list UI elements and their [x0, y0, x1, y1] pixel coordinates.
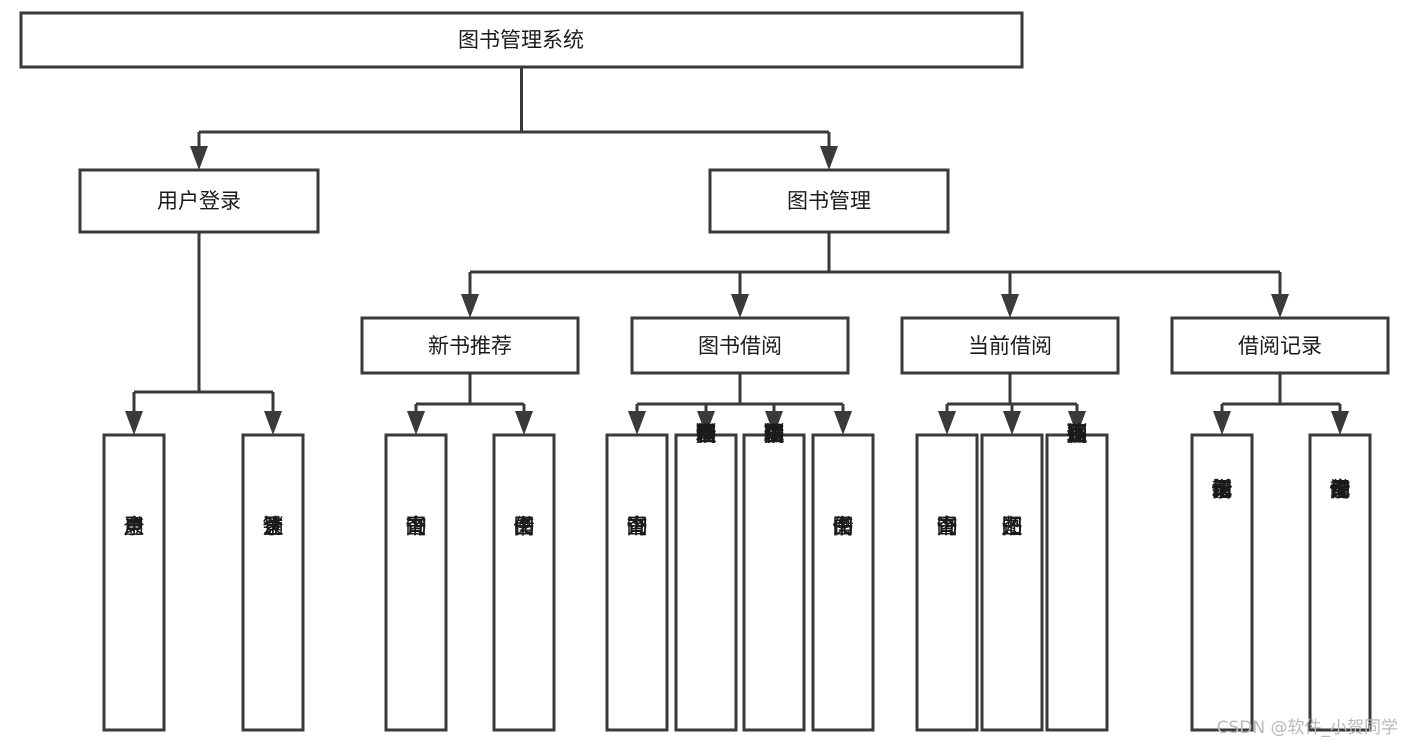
arrowhead-new-book-recommend	[461, 294, 479, 318]
node-leaf-query-book-2[interactable]: 查询图书	[605, 433, 669, 732]
node-leaf-query-book-1[interactable]: 查询图书	[384, 433, 448, 732]
node-leaf-logout[interactable]: 注销登录	[241, 433, 305, 732]
node-current-borrow-label: 当前借阅	[968, 334, 1052, 358]
node-leaf-query-record-box[interactable]	[1308, 433, 1372, 732]
node-new-book-recommend-label: 新书推荐	[428, 334, 512, 358]
arrowhead-leaf-add-record	[1213, 411, 1231, 435]
node-leaf-query-book-3[interactable]: 查询图书	[915, 433, 979, 732]
node-leaf-add-book-box[interactable]	[674, 433, 738, 732]
node-book-management-label: 图书管理	[787, 189, 871, 213]
arrowhead-leaf-query-book-3	[938, 411, 956, 435]
arrowhead-leaf-query-record	[1331, 411, 1349, 435]
node-user-login-box[interactable]	[78, 168, 320, 234]
node-borrow-record-label: 借阅记录	[1238, 334, 1322, 358]
arrowhead-leaf-query-book-2	[628, 411, 646, 435]
arrowhead-userlogin	[190, 146, 208, 170]
node-leaf-return-book-box[interactable]	[980, 433, 1044, 732]
arrowhead-leaf-user-login	[125, 411, 143, 435]
node-user-login-label: 用户登录	[157, 189, 241, 213]
node-leaf-add-record-label: 新增借阅记录	[1212, 478, 1233, 502]
node-root-box[interactable]	[19, 11, 1024, 69]
node-leaf-confirm-return-label: 确认归还（管理员）	[1067, 422, 1088, 446]
arrowhead-leaf-edit-book	[765, 411, 783, 435]
node-borrow-record-box[interactable]	[1170, 316, 1390, 375]
node-current-borrow-box[interactable]	[900, 316, 1120, 375]
node-book-management[interactable]: 图书管理	[708, 168, 950, 234]
node-leaf-user-login-label: 用户登录	[124, 515, 145, 539]
node-leaf-borrow-book-2-box[interactable]	[811, 433, 875, 732]
arrowhead-current-borrow	[1001, 294, 1019, 318]
node-leaf-borrow-book-2-label: 借阅图书	[833, 515, 854, 539]
node-leaf-query-book-1-box[interactable]	[384, 433, 448, 732]
node-leaf-query-record-label: 查询借阅记录	[1330, 478, 1351, 502]
node-leaf-query-book-2-box[interactable]	[605, 433, 669, 732]
node-leaf-query-book-3-label: 查询图书	[937, 515, 958, 539]
node-book-borrow[interactable]: 图书借阅	[630, 316, 850, 375]
node-user-login[interactable]: 用户登录	[78, 168, 320, 234]
node-leaf-add-record-box[interactable]	[1190, 433, 1254, 732]
node-leaf-confirm-return-box[interactable]	[1045, 433, 1109, 732]
node-new-book-recommend-box[interactable]	[360, 316, 580, 375]
node-leaf-query-record[interactable]: 查询借阅记录	[1308, 433, 1372, 732]
node-current-borrow[interactable]: 当前借阅	[900, 316, 1120, 375]
node-leaf-query-book-2-label: 查询图书	[627, 515, 648, 539]
node-leaf-query-book-1-label: 查询图书	[406, 515, 427, 539]
arrowhead-bookmgmt	[820, 146, 838, 170]
node-leaf-edit-book[interactable]: 编辑图书（管理员）	[742, 422, 806, 732]
node-leaf-logout-label: 注销登录	[263, 515, 284, 539]
node-book-borrow-box[interactable]	[630, 316, 850, 375]
node-root[interactable]: 图书管理系统	[19, 11, 1024, 69]
connector-layer	[125, 67, 1349, 435]
node-root-label: 图书管理系统	[458, 28, 584, 52]
arrowhead-leaf-confirm-return	[1068, 411, 1086, 435]
node-leaf-add-record[interactable]: 新增借阅记录	[1190, 433, 1254, 732]
node-book-borrow-label: 图书借阅	[698, 334, 782, 358]
node-leaf-borrow-book-1-box[interactable]	[492, 433, 556, 732]
arrowhead-borrow-record	[1271, 294, 1289, 318]
node-leaf-query-book-3-box[interactable]	[915, 433, 979, 732]
arrowhead-leaf-borrow-book-1	[515, 411, 533, 435]
arrowhead-leaf-query-book-1	[407, 411, 425, 435]
csdn-watermark: CSDN @软件_小贺同学	[1217, 718, 1398, 738]
node-leaf-logout-box[interactable]	[241, 433, 305, 732]
node-leaf-user-login-box[interactable]	[102, 433, 166, 732]
node-leaf-edit-book-box[interactable]	[742, 433, 806, 732]
node-leaf-add-book[interactable]: 新增图书（管理员）	[674, 422, 738, 732]
node-leaf-user-login[interactable]: 用户登录	[102, 433, 166, 732]
node-leaf-edit-book-label: 编辑图书（管理员）	[764, 422, 785, 446]
node-leaf-return-book[interactable]: 归还图书	[980, 433, 1044, 732]
node-leaf-confirm-return[interactable]: 确认归还（管理员）	[1045, 422, 1109, 732]
node-leaf-borrow-book-2[interactable]: 借阅图书	[811, 433, 875, 732]
node-borrow-record[interactable]: 借阅记录	[1170, 316, 1390, 375]
node-leaf-add-book-label: 新增图书（管理员）	[696, 422, 717, 446]
arrowhead-leaf-return-book	[1003, 411, 1021, 435]
node-leaf-borrow-book-1[interactable]: 借阅图书	[492, 433, 556, 732]
arrowhead-leaf-logout	[264, 411, 282, 435]
node-new-book-recommend[interactable]: 新书推荐	[360, 316, 580, 375]
node-leaf-borrow-book-1-label: 借阅图书	[514, 515, 535, 539]
arrowhead-leaf-borrow-book-2	[834, 411, 852, 435]
arrowhead-leaf-add-book	[697, 411, 715, 435]
node-book-management-box[interactable]	[708, 168, 950, 234]
arrowhead-book-borrow	[731, 294, 749, 318]
node-leaf-return-book-label: 归还图书	[1002, 515, 1023, 539]
